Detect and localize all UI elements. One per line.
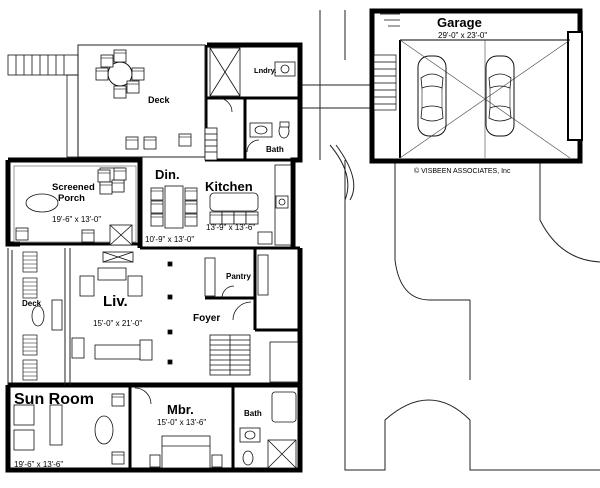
sunroom-dims: 19'-6" x 13'-6" [14, 460, 63, 469]
dining-label: Din. [155, 167, 180, 182]
foyer-stairs [209, 301, 299, 383]
garage-dims: 29'-0" x 23'-0" [438, 31, 487, 40]
screened-porch-furniture [13, 165, 137, 243]
living-furniture [71, 251, 173, 365]
screened-porch-label-1: Screened [52, 182, 95, 193]
pantry-label: Pantry [226, 272, 251, 281]
top-deck [7, 44, 218, 161]
master-label: Mbr. [167, 402, 194, 417]
garage-label: Garage [437, 15, 482, 30]
laundry-label: Lndry. [254, 66, 276, 75]
living-label: Liv. [103, 293, 128, 310]
master-dims: 15'-0" x 13'-6" [157, 418, 206, 427]
copyright-text: © VISBEEN ASSOCIATES, Inc [414, 167, 511, 175]
bath2-label: Bath [244, 409, 262, 418]
top-deck-label: Deck [148, 95, 171, 105]
left-deck-furniture [22, 251, 63, 381]
master-furniture [134, 387, 223, 469]
foyer-label: Foyer [193, 313, 220, 324]
left-deck-label: Deck [22, 299, 42, 308]
bath2-fixtures [239, 391, 297, 469]
kitchen-fixtures [209, 164, 292, 246]
kitchen-label: Kitchen [205, 179, 253, 194]
garage-structure [369, 8, 583, 164]
laundry-area [209, 47, 296, 113]
sunroom-label: Sun Room [14, 391, 94, 408]
driveway [300, 10, 600, 471]
sunroom-furniture [13, 393, 125, 465]
screened-porch-dims: 19'-6" x 13'-0" [52, 215, 101, 224]
living-dims: 15'-0" x 21'-0" [93, 319, 142, 328]
thin-lines [7, 248, 71, 385]
dining-dims: 10'-9" x 13'-0" [145, 235, 194, 244]
screened-porch-label-2: Porch [58, 193, 85, 204]
bath1-label: Bath [266, 145, 284, 154]
bath1-fixtures [246, 121, 290, 153]
pantry-fixtures [204, 254, 269, 299]
kitchen-dims: 13'-9" x 13'-6" [206, 223, 255, 232]
dining-furniture [109, 185, 198, 246]
